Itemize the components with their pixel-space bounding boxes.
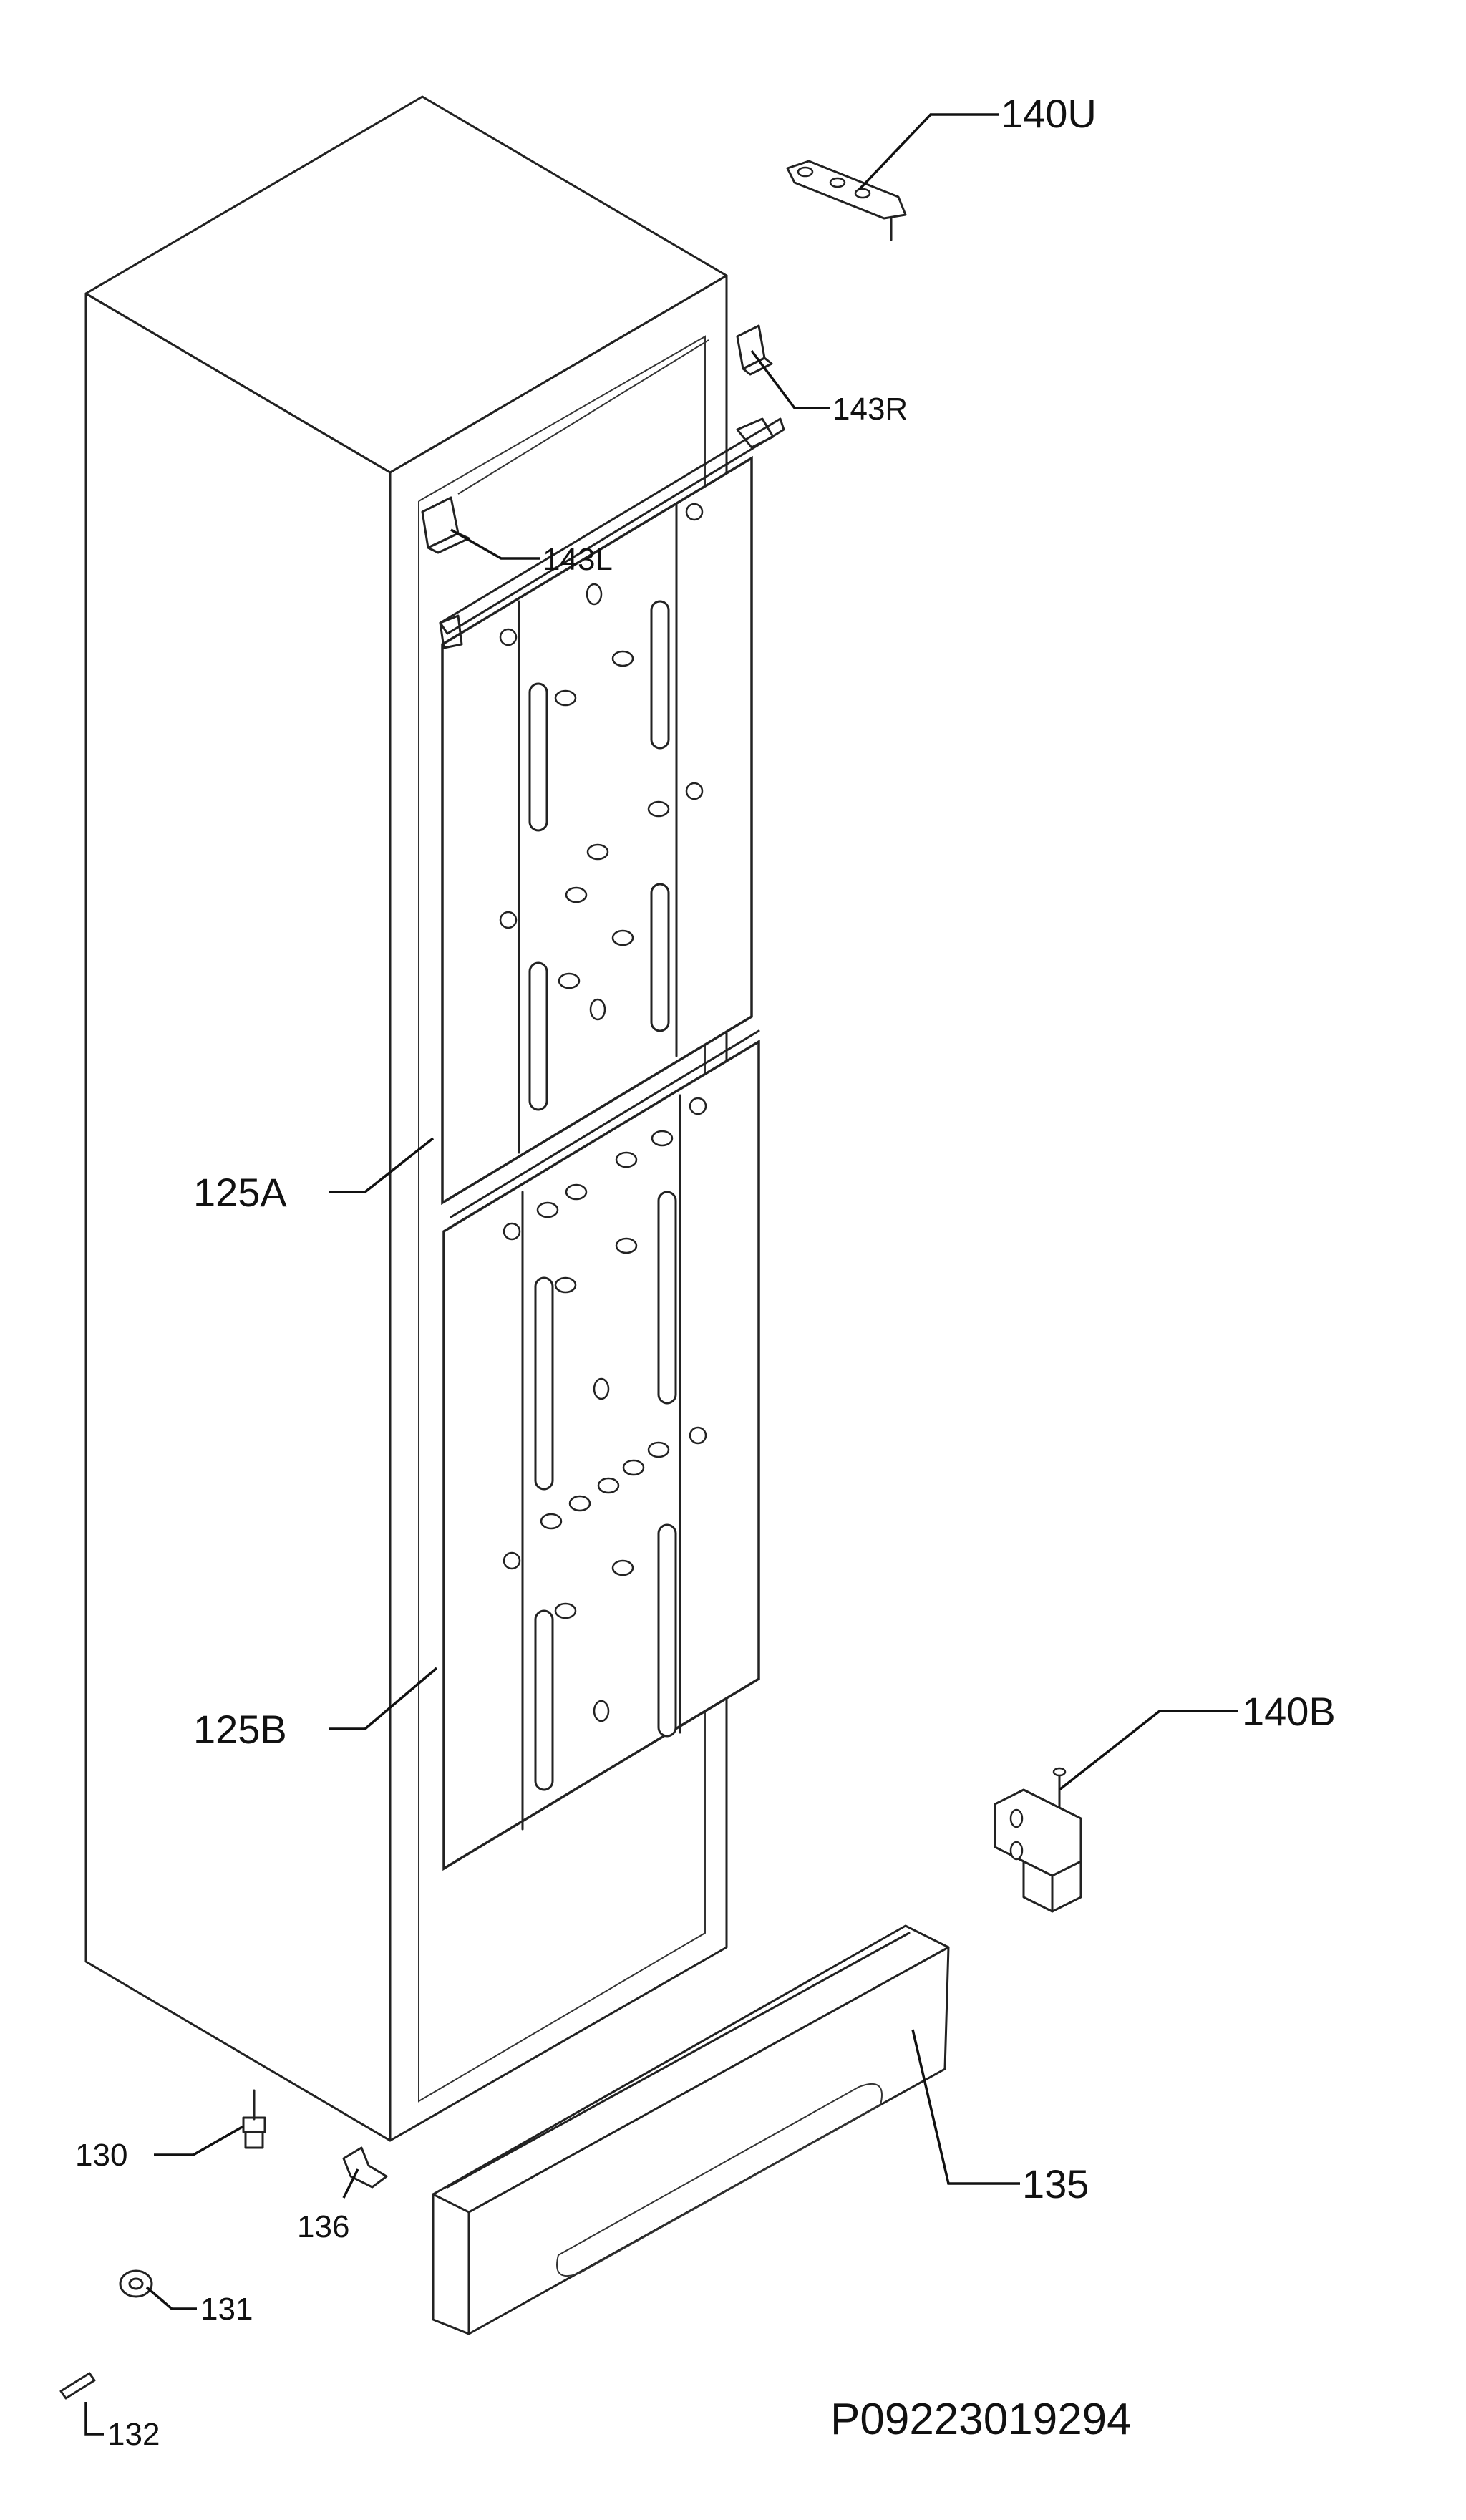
plinth-135 — [432, 1924, 950, 2335]
label-131: 131 — [200, 2292, 253, 2327]
bracket-143l — [421, 496, 470, 554]
label-130: 130 — [75, 2138, 127, 2173]
label-136: 136 — [297, 2209, 349, 2244]
nut-131 — [119, 2269, 153, 2298]
decor-panel-125b — [442, 1029, 760, 1871]
label-143l: 143L — [543, 542, 613, 577]
label-132: 132 — [107, 2417, 160, 2452]
label-125b: 125B — [193, 1707, 287, 1752]
hinge-140u — [786, 160, 907, 241]
screw-130 — [242, 2089, 266, 2149]
label-140b: 140B — [1242, 1689, 1336, 1734]
cabinet-body — [84, 95, 728, 2142]
diagram-code: P09223019294 — [830, 2395, 1132, 2444]
leader-lines — [84, 113, 1238, 2436]
label-140u: 140U — [1001, 91, 1097, 136]
top-hinge-rail — [439, 417, 785, 649]
label-143r: 143R — [832, 392, 908, 427]
label-125a: 125A — [193, 1170, 287, 1215]
decor-panel-125a — [441, 455, 753, 1206]
pin-132 — [59, 2372, 96, 2400]
bracket-143r — [736, 324, 773, 376]
clip-136 — [342, 2146, 388, 2189]
label-135: 135 — [1022, 2161, 1089, 2206]
hinge-140b — [994, 1767, 1082, 1913]
